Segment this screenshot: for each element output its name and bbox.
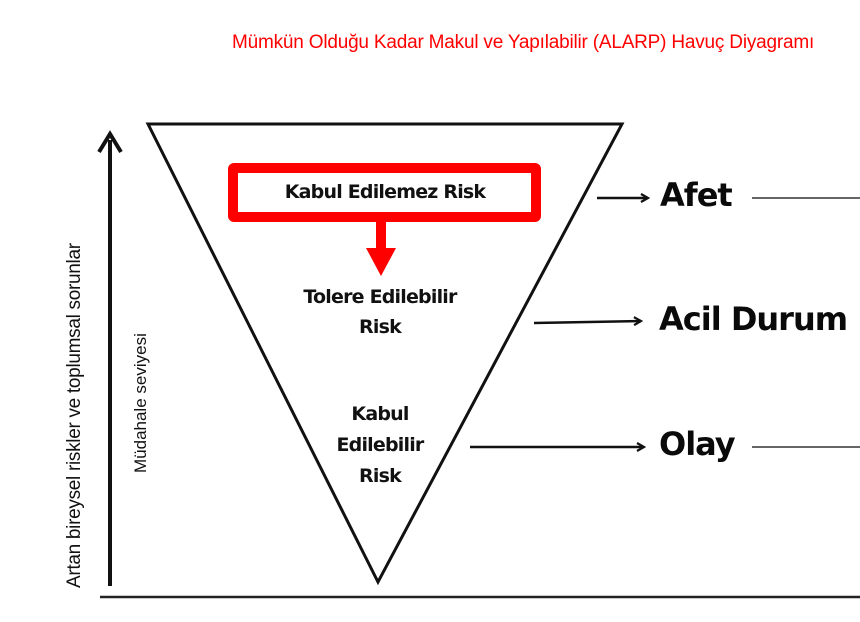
zone-line: Edilebilir xyxy=(336,434,424,456)
zone-line: Risk xyxy=(359,465,402,487)
arrow-acil-durum xyxy=(533,321,641,323)
zone-line: Tolere Edilebilir xyxy=(303,286,457,308)
highlight-box xyxy=(228,163,541,222)
zone-line: Kabul Edilemez Risk xyxy=(284,181,486,203)
zone-unacceptable-risk: Kabul Edilemez Risk xyxy=(238,177,532,207)
inverted-triangle xyxy=(145,122,625,586)
vertical-axis-arrow xyxy=(97,130,123,586)
outcome-olay: Olay xyxy=(659,425,736,463)
outcome-afet: Afet xyxy=(660,176,733,214)
zone-line: Risk xyxy=(359,316,402,338)
red-down-arrow xyxy=(366,214,396,276)
zone-acceptable-risk: Kabul Edilebilir Risk xyxy=(310,399,450,492)
zone-tolerable-risk: Tolere Edilebilir Risk xyxy=(270,282,490,342)
diagram-title: Mümkün Olduğu Kadar Makul ve Yapılabilir… xyxy=(232,32,815,53)
zone-line: Kabul xyxy=(351,403,409,425)
axis-label-increasing-risk: Artan bireysel riskler ve toplumsal soru… xyxy=(64,243,85,588)
outcome-acil-durum: Acil Durum xyxy=(659,300,848,338)
axis-label-intervention-level: Müdahale seviyesi xyxy=(131,333,150,473)
